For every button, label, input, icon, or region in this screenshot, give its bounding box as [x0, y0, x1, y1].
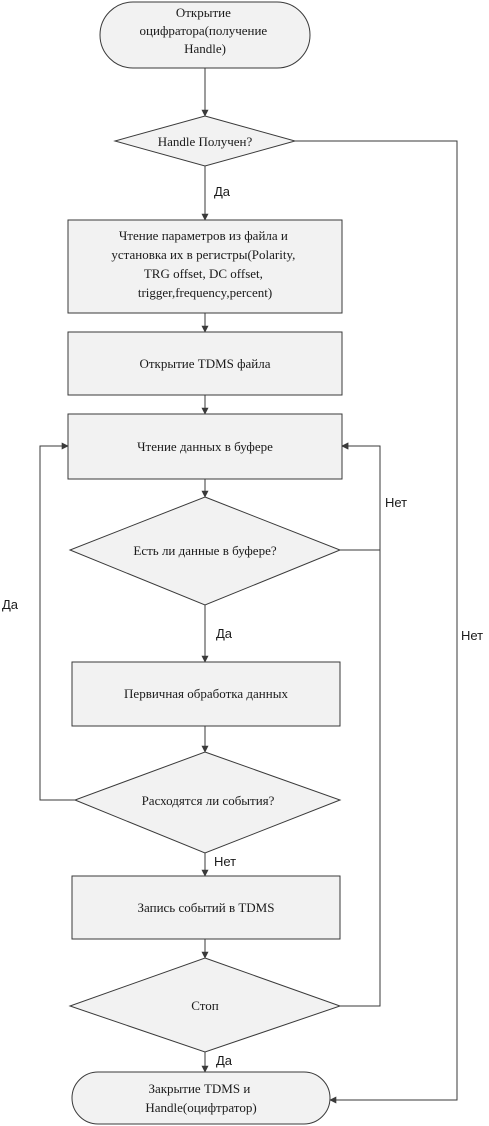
decision-diamond	[68, 957, 342, 1053]
node-read-params: Чтение параметров из файла и установка и…	[67, 219, 343, 314]
decision-diamond	[73, 751, 342, 854]
decision-diamond	[113, 115, 297, 167]
node-label: Handle Получен?	[158, 134, 253, 149]
label-buffer-no: Нет	[385, 495, 407, 510]
node-primary-processing: Первичная обработка данных	[71, 661, 341, 727]
decision-diamond	[68, 496, 342, 606]
node-write-events: Запись событий в TDMS	[71, 875, 341, 940]
node-label: Стоп	[191, 998, 219, 1013]
label-events-yes: Да	[2, 597, 19, 612]
node-label: Чтение данных в буфере	[137, 439, 273, 454]
node-read-buffer: Чтение данных в буфере	[67, 413, 343, 480]
edge-events-yes	[39, 442, 75, 801]
label-stop-yes: Да	[216, 1053, 233, 1068]
label-events-no: Нет	[214, 854, 236, 869]
process-box	[67, 413, 343, 480]
node-label: Чтение параметров из файла и установка и…	[111, 228, 298, 300]
edge-handle-no	[295, 140, 458, 1104]
edge-buffer-no	[340, 442, 381, 551]
node-data-in-buffer: Есть ли данные в буфере?	[68, 496, 342, 606]
label-handle-no: Нет	[461, 628, 483, 643]
label-buffer-yes: Да	[216, 626, 233, 641]
node-handle-received: Handle Получен?	[113, 115, 297, 167]
node-events-diverge: Расходятся ли события?	[73, 751, 342, 854]
process-box	[67, 331, 343, 396]
process-box	[67, 219, 343, 314]
node-label: Расходятся ли события?	[142, 793, 275, 808]
terminator-start	[99, 1, 311, 69]
node-close-tdms: Закрытие TDMS и Handle(оцифтратор)	[71, 1071, 331, 1125]
edge-labels: Да Нет Нет Да Да Нет Да	[2, 184, 483, 1068]
terminator-end	[71, 1071, 331, 1125]
node-label: Закрытие TDMS и Handle(оцифтратор)	[145, 1081, 256, 1115]
node-open-digitizer: Открытие оцифратора(получение Handle)	[99, 1, 311, 69]
node-label: Открытие TDMS файла	[139, 356, 270, 371]
node-label: Есть ли данные в буфере?	[133, 543, 276, 558]
process-box	[71, 661, 341, 727]
node-label: Запись событий в TDMS	[138, 900, 275, 915]
node-label: Первичная обработка данных	[124, 686, 288, 701]
label-handle-yes: Да	[214, 184, 231, 199]
node-label: Открытие оцифратора(получение Handle)	[140, 5, 271, 56]
edge-stop-no	[340, 442, 381, 1007]
connectors	[39, 68, 458, 1104]
process-box	[71, 875, 341, 940]
node-open-tdms: Открытие TDMS файла	[67, 331, 343, 396]
node-stop: Стоп	[68, 957, 342, 1053]
